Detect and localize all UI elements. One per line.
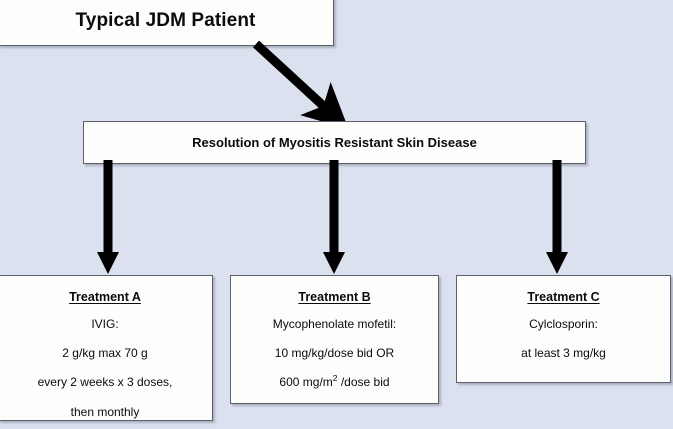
treatment-b-dose-line: 600 mg/m2 /dose bid — [279, 374, 389, 390]
node-treatment-b: Treatment B Mycophenolate mofetil: 10 mg… — [230, 275, 439, 404]
node-treatment-c: Treatment C Cylclosporin: at least 3 mg/… — [456, 275, 671, 383]
treatment-b-dose-superscript: 2 — [332, 373, 338, 384]
diagonal-arrow-title-to-resolution — [252, 40, 349, 130]
node-resolution-of-myositis: Resolution of Myositis Resistant Skin Di… — [83, 121, 586, 164]
arrow-resolution-to-treatment-a — [97, 160, 119, 274]
treatment-c-line-1: Cylclosporin: — [529, 317, 598, 331]
treatment-b-dose-prefix: 600 mg/m — [279, 375, 333, 390]
treatment-c-heading: Treatment C — [527, 290, 600, 304]
arrow-resolution-to-treatment-b — [323, 160, 345, 274]
node-resolution-label: Resolution of Myositis Resistant Skin Di… — [192, 135, 477, 150]
node-typical-jdm-patient: Typical JDM Patient — [0, 0, 334, 46]
treatment-b-line-2: 10 mg/kg/dose bid OR — [274, 346, 395, 361]
treatment-a-line-3: every 2 weeks x 3 doses, — [37, 375, 173, 390]
treatment-b-line-1: Mycophenolate mofetil: — [272, 317, 397, 331]
treatment-a-line-1: IVIG: — [91, 317, 119, 331]
treatment-a-line-2: 2 g/kg max 70 g — [62, 346, 148, 361]
treatment-b-dose-suffix: /dose bid — [337, 375, 390, 390]
treatment-b-heading: Treatment B — [298, 290, 371, 304]
node-title-label: Typical JDM Patient — [75, 9, 256, 31]
treatment-c-line-2: at least 3 mg/kg — [521, 346, 606, 361]
treatment-a-line-4: then monthly — [70, 404, 140, 419]
arrow-resolution-to-treatment-c — [546, 160, 568, 274]
treatment-a-heading: Treatment A — [69, 290, 141, 304]
node-treatment-a: Treatment A IVIG: 2 g/kg max 70 g every … — [0, 275, 213, 421]
